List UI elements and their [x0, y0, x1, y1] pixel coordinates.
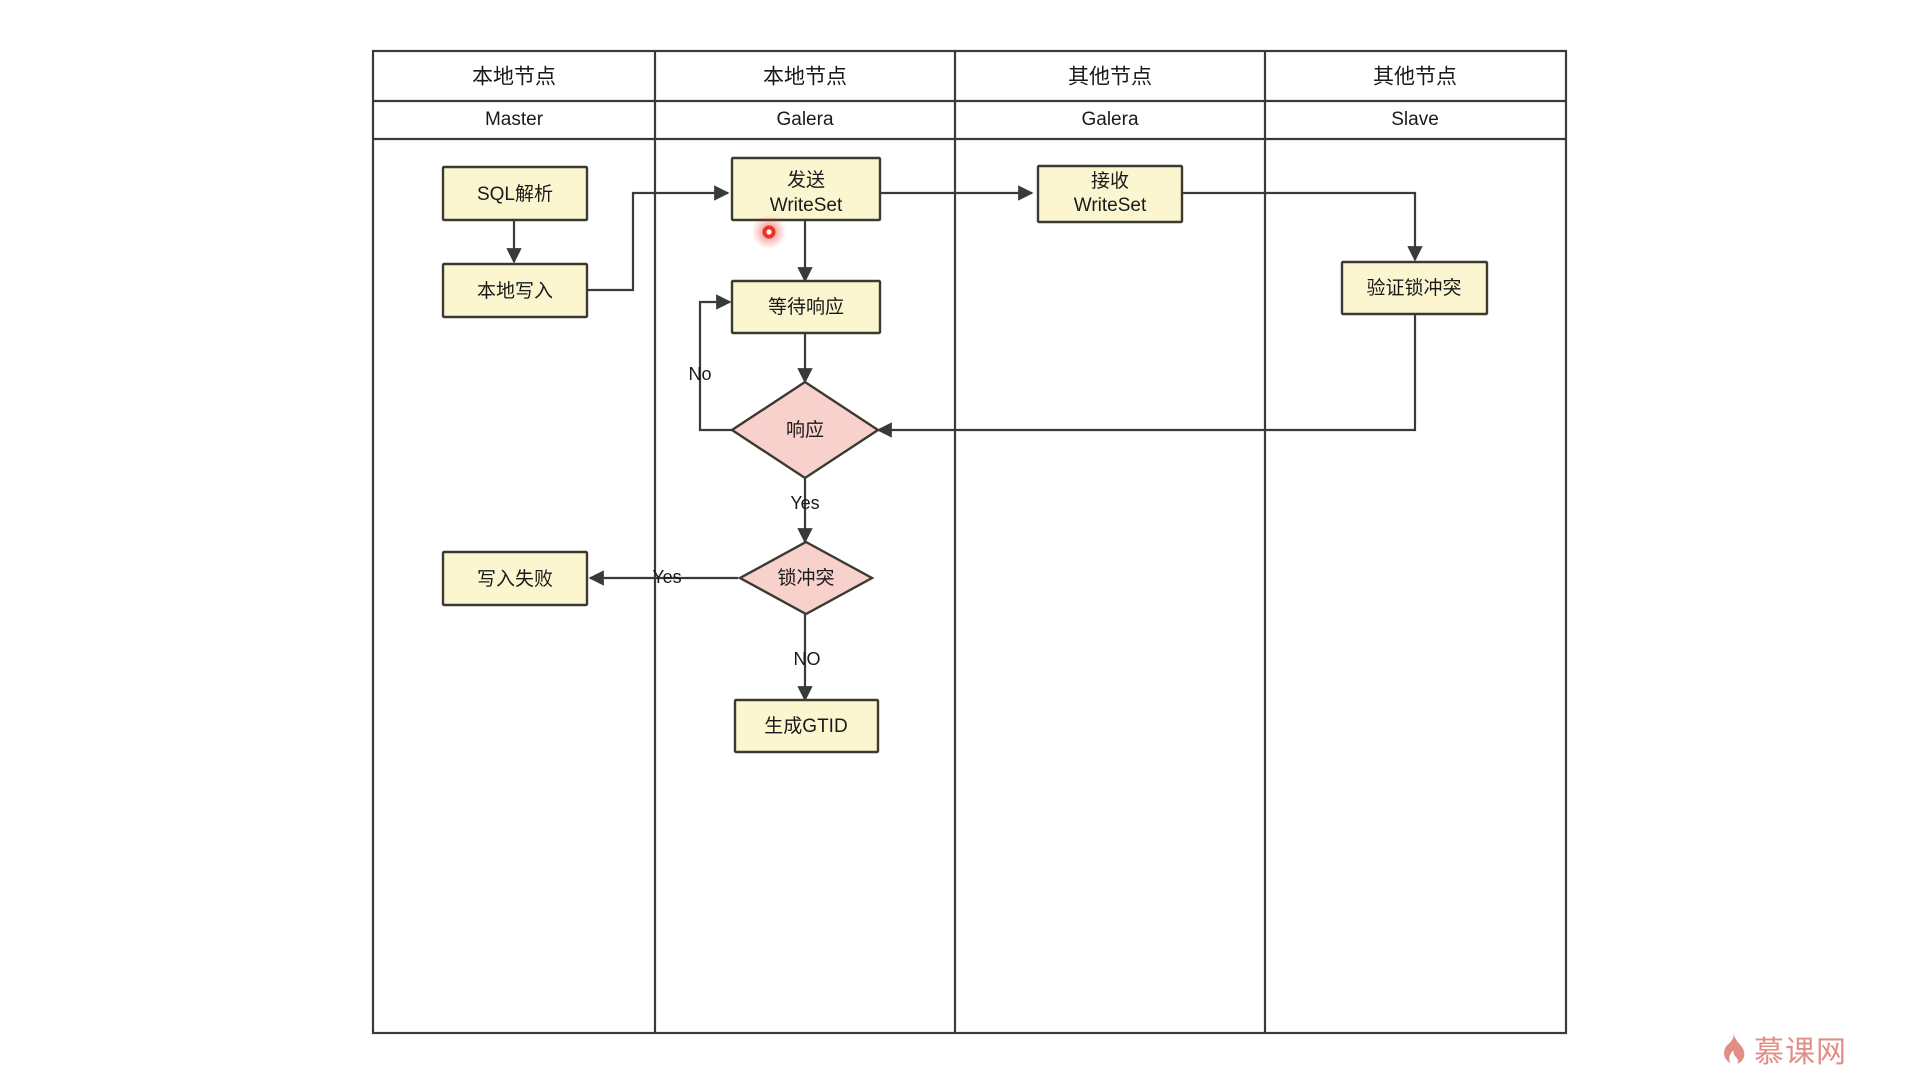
node-generate-gtid[interactable]: 生成GTID — [733, 698, 880, 754]
node-label-generate-gtid: 生成GTID — [764, 715, 847, 737]
edge-label-lock-no: NO — [794, 649, 821, 669]
edge-layer: 等待响应 (left side loop) --> No 锁冲突 --> Yes… — [506, 185, 1423, 702]
cursor-dot — [752, 215, 786, 249]
watermark: 慕课网 — [1716, 1027, 1847, 1071]
node-label-write-failed: 写入失败 — [477, 568, 553, 590]
lane-header-2: 其他节点 — [1068, 66, 1152, 89]
edge-label-lock-yes: Yes — [652, 567, 681, 587]
node-label-receive-writeset-line2: WriteSet — [1074, 195, 1147, 216]
node-label-send-writeset-line1: 发送 — [787, 169, 825, 191]
node-send-writeset[interactable]: 发送 WriteSet — [730, 156, 882, 222]
node-wait-response[interactable]: 等待响应 — [730, 279, 882, 335]
node-lock-conflict[interactable]: 锁冲突 — [737, 540, 875, 616]
node-response[interactable]: 响应 — [729, 380, 881, 480]
node-label-local-write: 本地写入 — [477, 280, 553, 302]
flame-icon — [1724, 1033, 1745, 1064]
node-label-wait-response: 等待响应 — [768, 296, 844, 318]
edge-label-response-yes: Yes — [790, 493, 819, 513]
edge-label-response-no: No — [688, 364, 711, 384]
swimlane-frame — [371, 49, 1568, 1035]
node-local-write[interactable]: 本地写入 — [441, 262, 589, 319]
lane-subheader-1: Galera — [776, 109, 833, 130]
node-label-response: 响应 — [786, 419, 824, 441]
lane-header-1: 本地节点 — [763, 66, 847, 89]
node-sql-parse[interactable]: SQL解析 — [441, 165, 589, 222]
node-label-lock-conflict: 锁冲突 — [777, 567, 834, 589]
lane-subheader-2: Galera — [1081, 109, 1138, 130]
node-label-receive-writeset-line1: 接收 — [1091, 170, 1129, 192]
lane-subheader-0: Master — [485, 109, 544, 130]
lane-header-3: 其他节点 — [1373, 66, 1457, 89]
node-label-send-writeset-line2: WriteSet — [770, 195, 843, 216]
node-write-failed[interactable]: 写入失败 — [441, 550, 589, 607]
node-label-verify-lock: 验证锁冲突 — [1366, 277, 1461, 299]
edge-response-no-to-wait — [698, 294, 736, 432]
edge-verify-to-response — [876, 314, 1417, 438]
edge-localwrite-to-send — [587, 185, 730, 292]
lane-header-0: 本地节点 — [472, 66, 556, 89]
node-verify-lock[interactable]: 验证锁冲突 — [1340, 260, 1489, 316]
watermark-text: 慕课网 — [1754, 1035, 1847, 1070]
node-receive-writeset[interactable]: 接收 WriteSet — [1036, 164, 1184, 224]
edge-receive-to-verify — [1182, 191, 1423, 262]
lane-subheader-3: Slave — [1391, 109, 1439, 130]
node-label-sql-parse: SQL解析 — [477, 183, 553, 205]
